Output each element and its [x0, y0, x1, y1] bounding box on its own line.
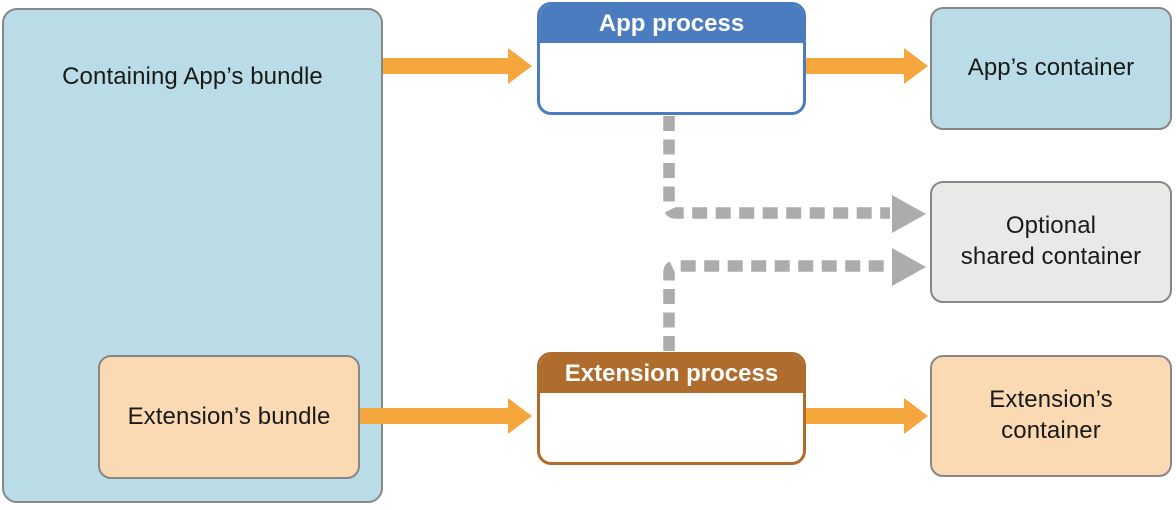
node-app-process: App process: [537, 2, 806, 115]
dashed-arrowhead-extension-process: [892, 248, 926, 286]
arrow-app-process-to-app-container: [806, 48, 928, 84]
node-shared-container: Optional shared container: [930, 181, 1172, 303]
extension-container-line1: Extension’s: [989, 386, 1113, 414]
extension-container-line2: container: [1001, 417, 1101, 444]
app-container-label: App’s container: [967, 54, 1135, 82]
arrow-bundle-to-app-process: [383, 48, 532, 84]
app-process-title: App process: [540, 5, 803, 43]
extension-process-title: Extension process: [540, 355, 803, 393]
node-app-container: App’s container: [930, 7, 1172, 130]
shared-container-label: Optional shared container: [932, 183, 1170, 301]
dashed-line-extension-process-to-shared: [663, 260, 890, 351]
extension-bundle-label: Extension’s bundle: [127, 402, 331, 430]
arrow-extension-bundle-to-extension-process: [360, 398, 532, 434]
dashed-line-app-process-to-shared: [663, 116, 890, 219]
node-extension-bundle: Extension’s bundle: [98, 355, 360, 479]
node-extension-container: Extension’s container: [930, 355, 1172, 477]
containing-app-bundle-label: Containing App’s bundle: [62, 63, 323, 90]
shared-container-line2: shared container: [960, 243, 1142, 270]
node-extension-process: Extension process: [537, 352, 806, 465]
shared-container-line1: Optional: [1005, 212, 1097, 240]
extension-container-label: Extension’s container: [932, 357, 1170, 475]
arrow-extension-process-to-extension-container: [806, 398, 928, 434]
dashed-arrowhead-app-process: [892, 195, 926, 233]
